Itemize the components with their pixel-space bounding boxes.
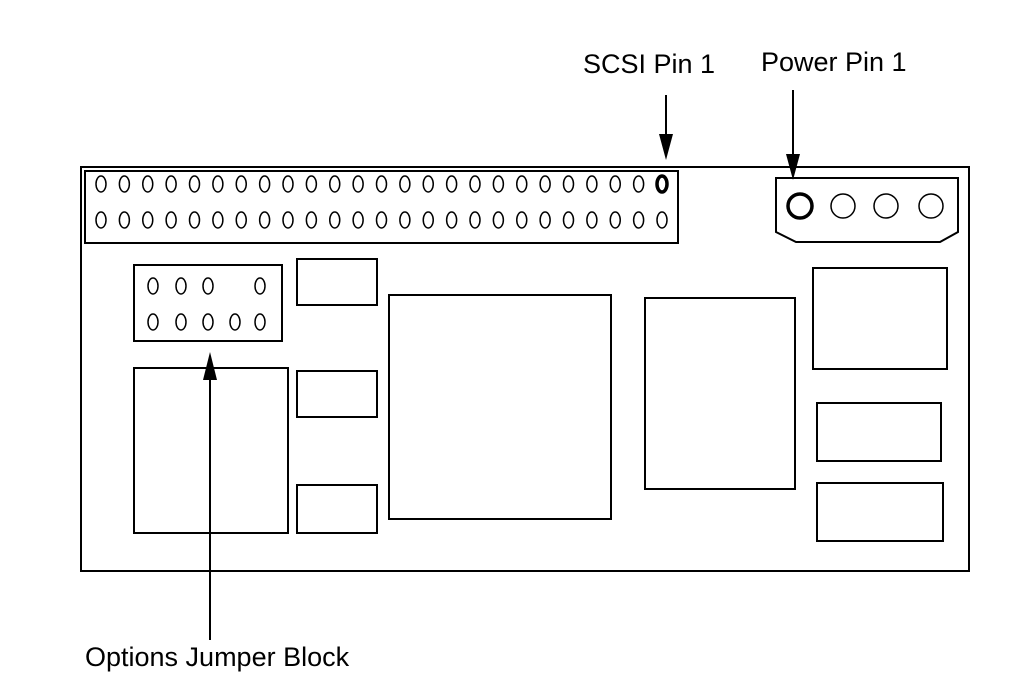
scsi-pin: [492, 211, 505, 229]
scsi-pin: [516, 175, 528, 193]
scsi-pin: [586, 211, 598, 229]
chip-main: [388, 294, 612, 520]
scsi-pin: [212, 175, 224, 193]
power-pin1-arrow: [786, 90, 800, 180]
chip-center: [644, 297, 796, 490]
scsi-pin: [258, 211, 271, 229]
scsi-pin: [422, 211, 434, 229]
chip-small-1: [296, 258, 378, 306]
scsi-pin: [258, 175, 271, 193]
scsi-pin: [235, 211, 247, 229]
scsi-pin: [469, 175, 481, 193]
scsi-pin: [399, 175, 411, 193]
circuit-board: [80, 166, 970, 572]
scsi-pin: [632, 175, 645, 193]
scsi-pin: [539, 175, 551, 193]
scsi-pin: [375, 175, 388, 193]
power-pin-1: [786, 192, 814, 220]
scsi-pin-1: [655, 174, 669, 194]
power-pin1-label: Power Pin 1: [761, 47, 907, 77]
scsi-pin1-label: SCSI Pin 1: [583, 49, 715, 79]
scsi-pin1-arrow: [659, 95, 673, 160]
scsi-pin: [632, 211, 645, 229]
scsi-pin: [282, 175, 294, 193]
scsi-pin: [188, 211, 201, 229]
scsi-pin: [469, 211, 481, 229]
scsi-pin: [352, 175, 364, 193]
jumper-pin: [202, 313, 214, 331]
scsi-pin: [609, 175, 621, 193]
jumper-pin: [175, 313, 187, 331]
power-pin: [830, 193, 856, 219]
scsi-pin: [445, 211, 458, 229]
scsi-pins: [95, 174, 669, 229]
jumper-pin: [175, 277, 187, 295]
scsi-pin: [118, 175, 131, 193]
chip-right-3: [816, 482, 944, 542]
jumper-pin: [254, 277, 266, 295]
scsi-pin: [492, 175, 505, 193]
scsi-pin: [586, 175, 598, 193]
scsi-pin: [516, 211, 528, 229]
scsi-pin: [95, 211, 107, 229]
scsi-pin: [305, 211, 318, 229]
scsi-pin: [282, 211, 294, 229]
power-connector: [775, 177, 959, 243]
options-jumper-block-label: Options Jumper Block: [85, 642, 350, 672]
chip-right-1: [812, 267, 948, 370]
scsi-pin: [95, 175, 107, 193]
jumper-pin: [229, 313, 241, 331]
scsi-pin: [609, 211, 621, 229]
scsi-pin: [165, 211, 177, 229]
scsi-pin: [212, 211, 224, 229]
jumper-pin: [147, 313, 159, 331]
scsi-pin: [562, 211, 575, 229]
scsi-pin: [562, 175, 575, 193]
power-pin: [918, 193, 944, 219]
scsi-pin: [142, 211, 154, 229]
scsi-pin: [305, 175, 318, 193]
jumper-block-arrow: [203, 352, 217, 640]
scsi-pin: [399, 211, 411, 229]
options-jumper-block: [133, 264, 283, 342]
scsi-pin: [188, 175, 201, 193]
jumper-pin: [202, 277, 214, 295]
chip-small-3: [296, 484, 378, 534]
scsi-pin: [656, 211, 668, 229]
scsi-pin: [422, 175, 434, 193]
power-pin: [873, 193, 899, 219]
scsi-pin: [165, 175, 177, 193]
scsi-pin: [142, 175, 154, 193]
scsi-pin: [329, 175, 341, 193]
jumper-pin: [147, 277, 159, 295]
scsi-pin: [445, 175, 458, 193]
power-pins: [786, 192, 944, 220]
chip-small-2: [296, 370, 378, 418]
scsi-pin: [118, 211, 131, 229]
scsi-pin: [539, 211, 551, 229]
scsi-pin: [352, 211, 364, 229]
scsi-pin: [375, 211, 388, 229]
chip-right-2: [816, 402, 942, 462]
scsi-connector: [84, 170, 679, 244]
jumper-pin: [254, 313, 266, 331]
jumper-pins: [147, 277, 266, 331]
scsi-pin: [329, 211, 341, 229]
scsi-pin: [235, 175, 247, 193]
